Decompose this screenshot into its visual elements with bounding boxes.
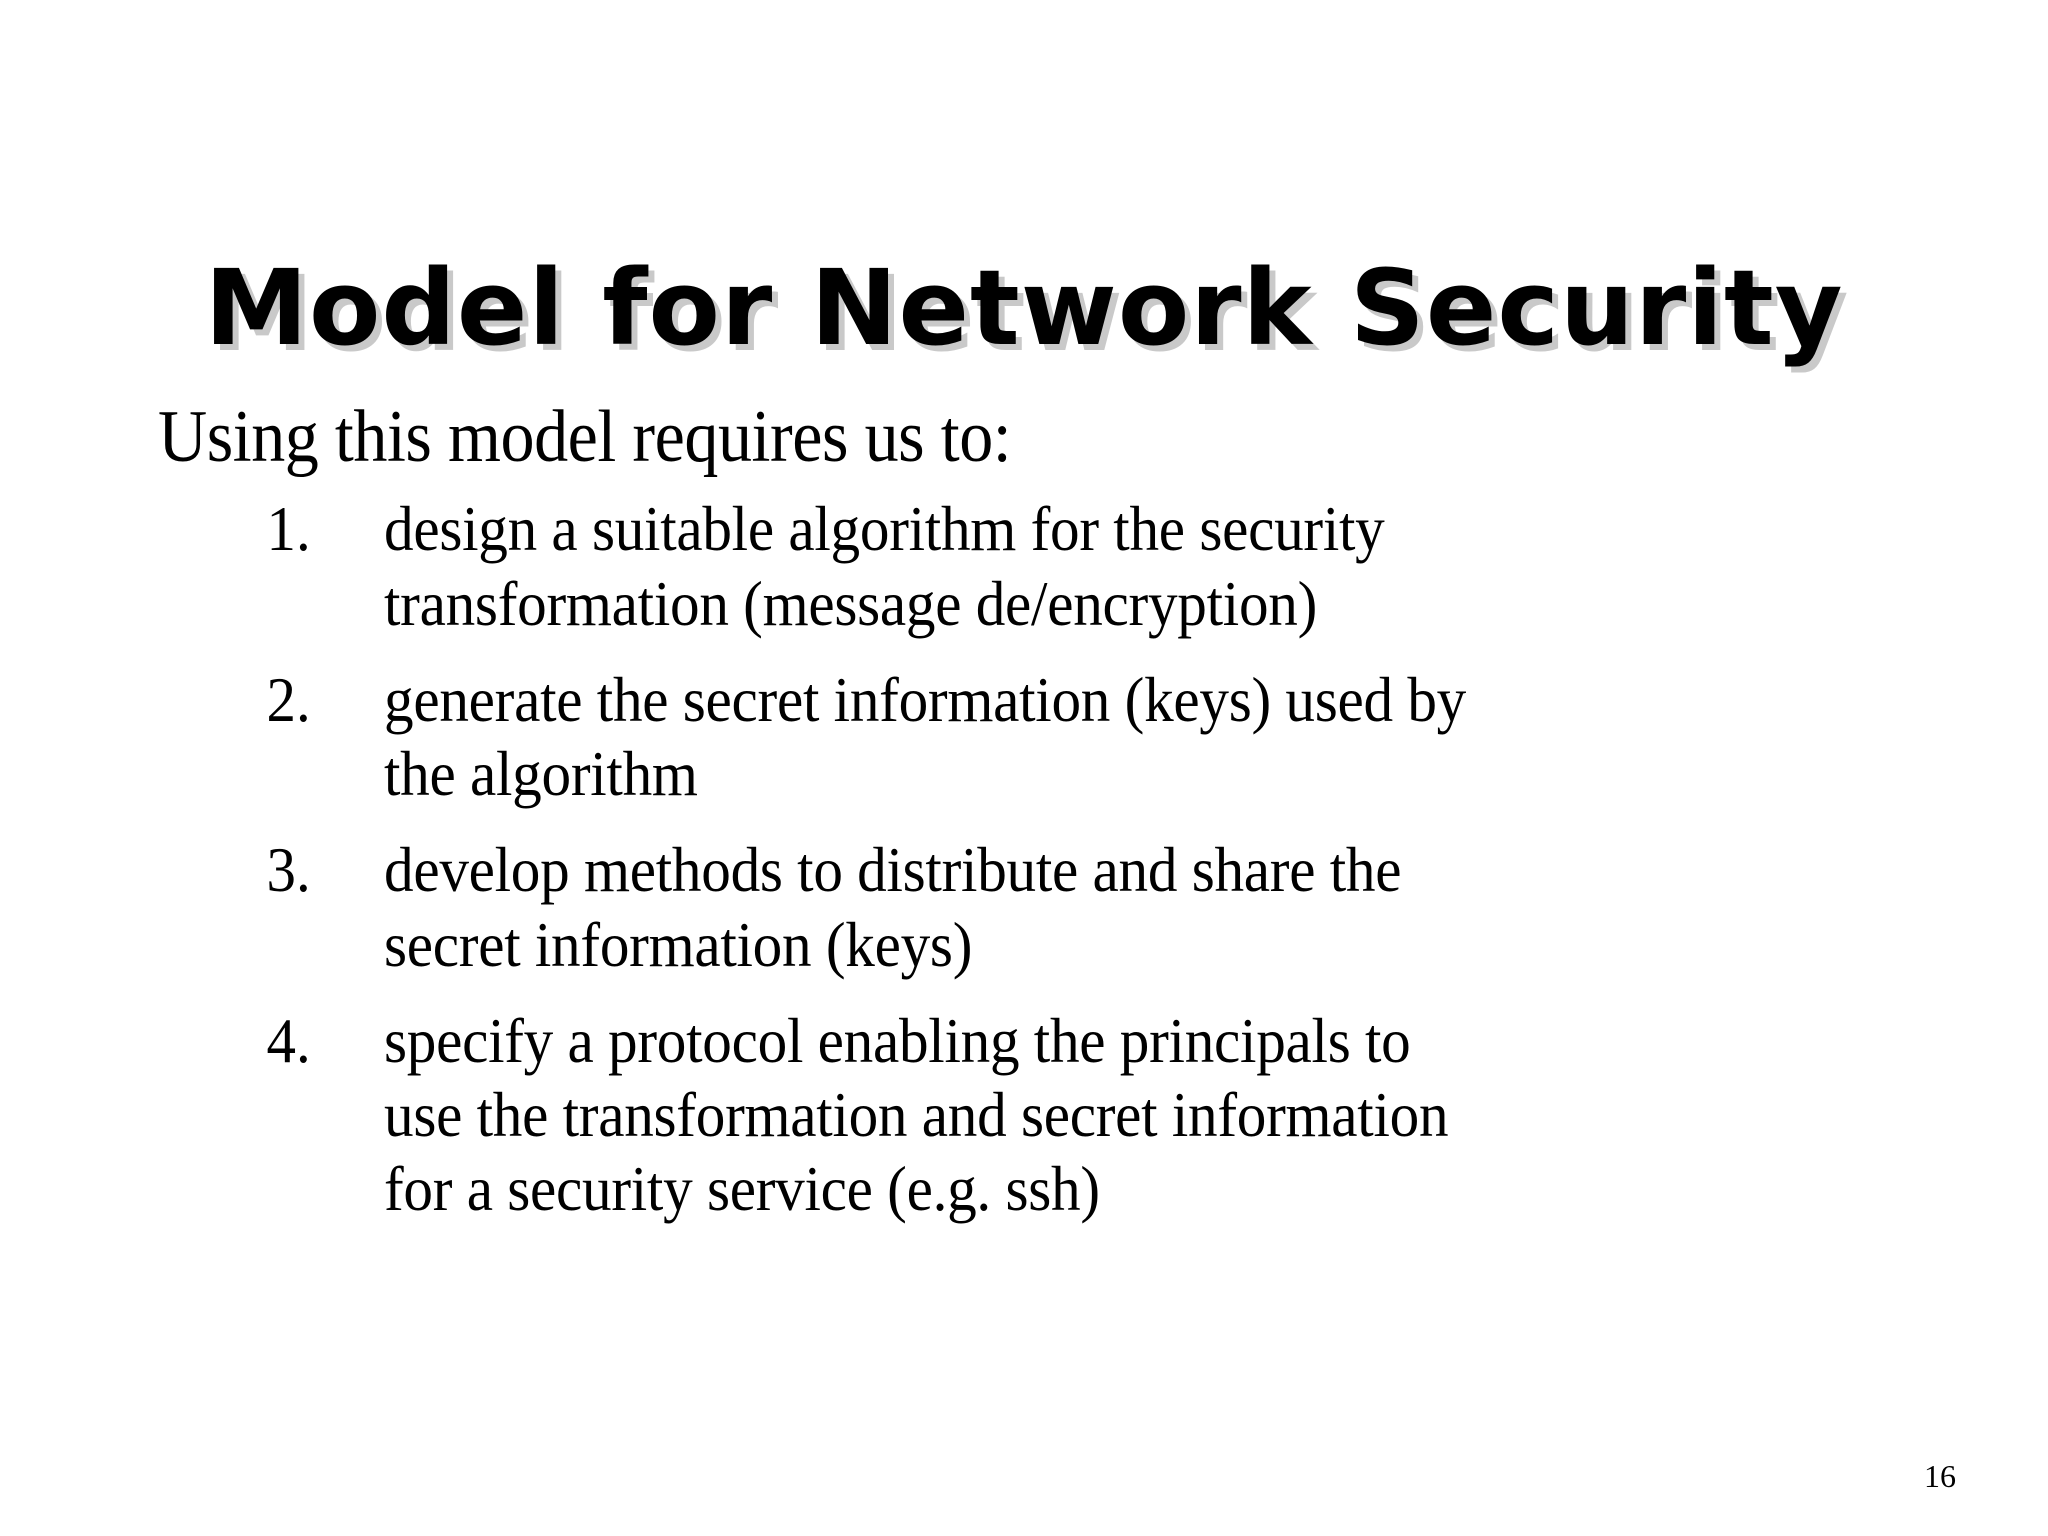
- list-item-number: 2.: [266, 663, 311, 735]
- list-item: 3. develop methods to distribute and sha…: [158, 833, 1938, 981]
- list-item-line: transformation (message de/encryption): [384, 567, 1318, 639]
- list-item-line: for a security service (e.g. ssh): [384, 1153, 1100, 1225]
- list-item: 1. design a suitable algorithm for the s…: [158, 492, 1938, 640]
- list-item-text: generate the secret information (keys) u…: [384, 663, 1821, 811]
- lead-text: Using this model requires us to:: [158, 396, 1012, 478]
- slide-title-container: Model for Network Security: [0, 186, 2048, 429]
- list-item-line: generate the secret information (keys) u…: [384, 663, 1467, 735]
- list-item-text: design a suitable algorithm for the secu…: [384, 492, 1821, 640]
- list-item: 2. generate the secret information (keys…: [158, 663, 1938, 811]
- requirements-list: 1. design a suitable algorithm for the s…: [158, 492, 1938, 1226]
- list-item-line: secret information (keys): [384, 908, 973, 980]
- list-item-line: the algorithm: [384, 738, 698, 810]
- page-title: Model for Network Security: [204, 246, 1844, 369]
- list-item-number: 1.: [266, 493, 311, 565]
- list-item-line: develop methods to distribute and share …: [384, 834, 1402, 906]
- list-item-line: use the transformation and secret inform…: [384, 1079, 1449, 1151]
- list-item-number: 3.: [266, 834, 311, 906]
- slide-body: Using this model requires us to: 1. desi…: [158, 398, 1938, 1249]
- list-item-line: specify a protocol enabling the principa…: [384, 1004, 1411, 1076]
- list-item-number: 4.: [266, 1004, 311, 1076]
- list-item: 4. specify a protocol enabling the princ…: [158, 1004, 1938, 1227]
- list-item-text: develop methods to distribute and share …: [384, 833, 1821, 981]
- page-number: 16: [1924, 1458, 1956, 1494]
- list-item-text: specify a protocol enabling the principa…: [384, 1004, 1821, 1227]
- list-item-line: design a suitable algorithm for the secu…: [384, 493, 1385, 565]
